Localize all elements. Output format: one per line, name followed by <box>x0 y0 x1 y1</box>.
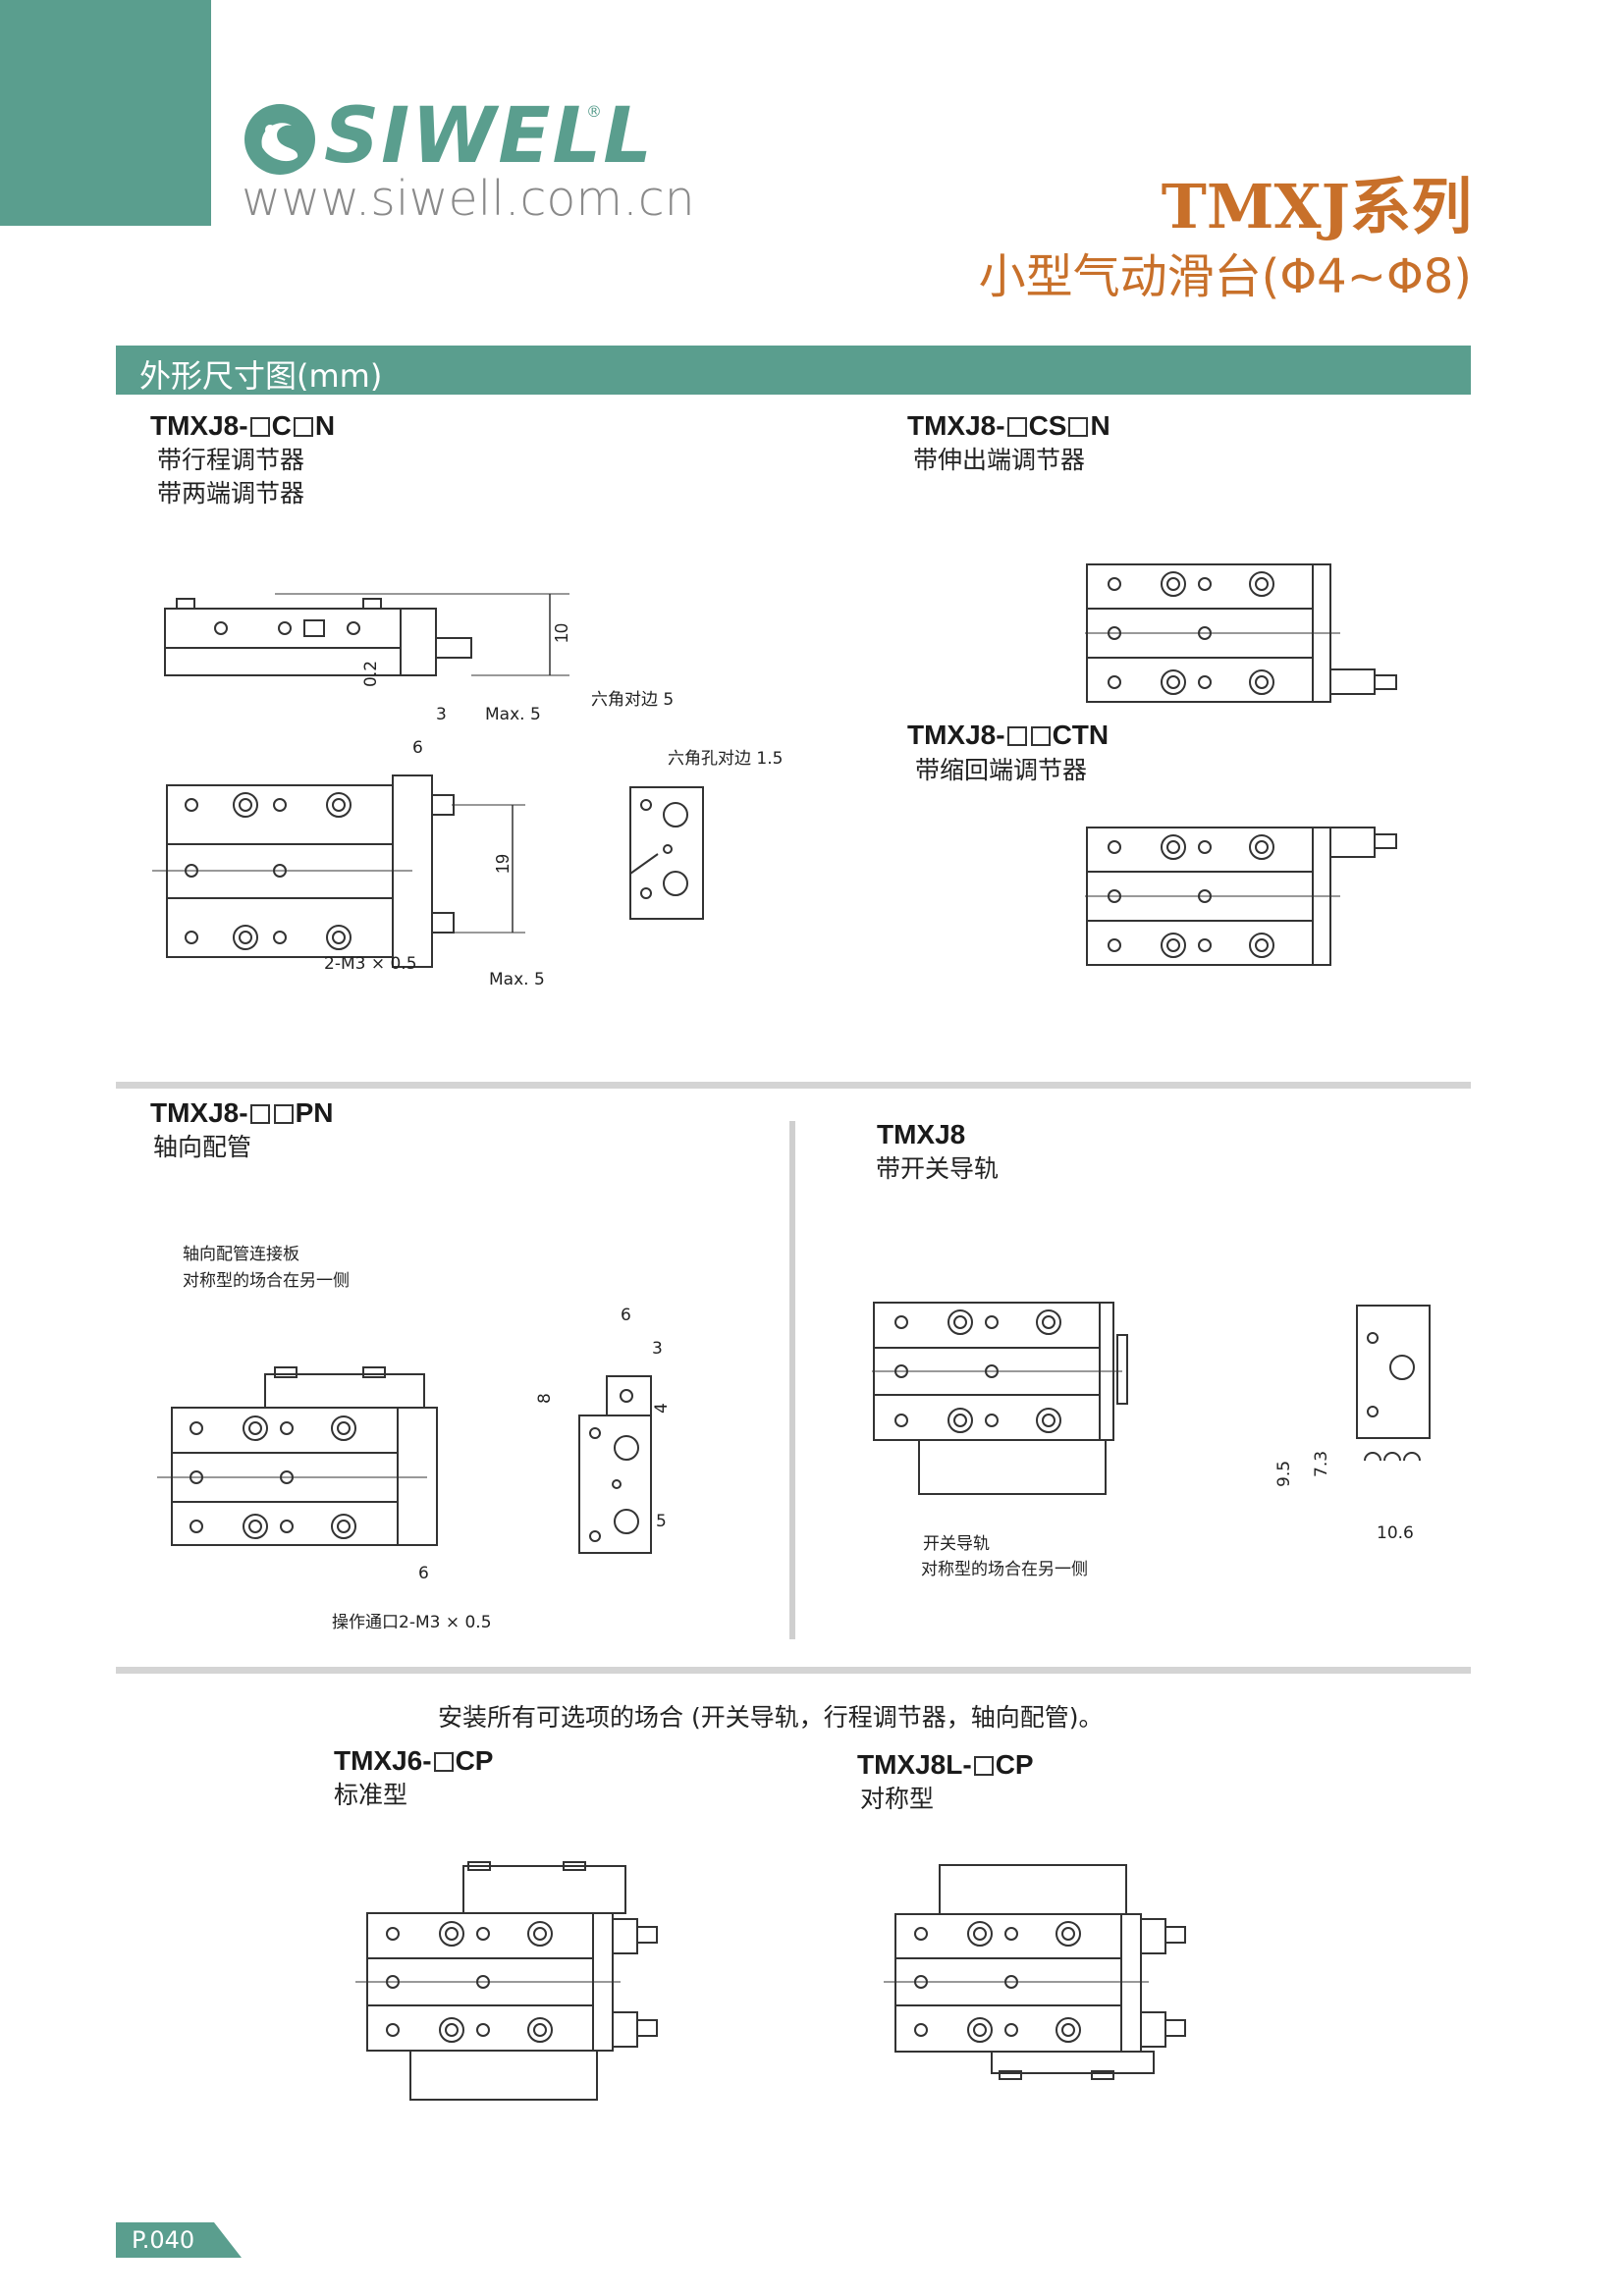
dim-19: 19 <box>493 854 513 874</box>
drawing-m5-end-view <box>1356 1305 1431 1462</box>
drawing-m3-plan-view <box>1085 827 1397 966</box>
drawing-m2-plan-view <box>1085 563 1397 703</box>
model-title-7: TMXJ8L-CP <box>857 1749 1034 1780</box>
dim-6-bottom: 6 <box>418 1564 429 1583</box>
brand-url[interactable]: www.siwell.com.cn <box>242 171 695 227</box>
drawing-m5-plan-view <box>872 1302 1128 1495</box>
section-divider-2 <box>116 1667 1471 1674</box>
label-symmetric-other-side: 对称型的场合在另一侧 <box>183 1271 350 1291</box>
drawing-m1-plan-view: 19 <box>152 774 525 968</box>
model-desc-3: 带缩回端调节器 <box>915 756 1088 784</box>
dim-5-end: 5 <box>656 1512 667 1531</box>
model-desc-5: 带开关导轨 <box>876 1154 1000 1183</box>
blank-box <box>973 1756 994 1776</box>
series-title: TMXJ系列 <box>1161 171 1472 242</box>
label-hex-5: 六角对边 5 <box>591 690 675 710</box>
brand-logo-text: SIWELL <box>324 92 654 181</box>
vertical-divider <box>789 1121 795 1639</box>
page-number-tag <box>116 2222 242 2258</box>
model-desc-1a: 带行程调节器 <box>157 446 305 474</box>
series-subtitle: 小型气动滑台(Φ4~Φ8) <box>978 249 1472 304</box>
dim-0-2: 0.2 <box>361 660 381 687</box>
model-title-3: TMXJ8-CTN <box>907 720 1110 750</box>
label-pipe-plate: 轴向配管连接板 <box>183 1245 299 1264</box>
model-desc-2: 带伸出端调节器 <box>913 446 1086 474</box>
blank-box <box>1068 417 1089 437</box>
section-header-bar: 外形尺寸图(mm) <box>116 346 1471 395</box>
label-m3-thread: 2-M3 × 0.5 <box>324 954 417 974</box>
dim-3: 3 <box>436 705 447 724</box>
blank-box <box>433 1752 454 1772</box>
blank-box <box>1030 726 1051 746</box>
blank-box <box>293 417 313 437</box>
model-desc-4: 轴向配管 <box>153 1133 252 1161</box>
model-desc-6: 标准型 <box>334 1781 408 1809</box>
section-divider <box>116 1082 1471 1089</box>
dim-7-3: 7.3 <box>1312 1450 1331 1477</box>
drawing-m1-side-view: 10 <box>164 593 571 676</box>
dim-max5-b: Max. 5 <box>489 970 545 989</box>
blank-box <box>1006 726 1027 746</box>
blank-box <box>273 1104 294 1124</box>
blank-box <box>249 1104 270 1124</box>
drawing-m7-plan-view <box>884 1864 1186 2080</box>
dim-10: 10 <box>552 623 571 643</box>
model-desc-1b: 带两端调节器 <box>157 479 305 507</box>
dim-6-top: 6 <box>621 1306 631 1325</box>
model-title-6: TMXJ6-CP <box>334 1745 494 1776</box>
dim-3-end: 3 <box>652 1339 663 1359</box>
drawing-m6-plan-view <box>355 1861 658 2101</box>
label-symmetric-other-side-2: 对称型的场合在另一侧 <box>921 1560 1088 1579</box>
siwell-logo-icon <box>244 104 315 175</box>
dim-max5-a: Max. 5 <box>485 705 541 724</box>
dim-6: 6 <box>412 738 423 758</box>
drawing-m4-plan-view <box>157 1366 438 1546</box>
dim-10-6: 10.6 <box>1377 1523 1414 1543</box>
dim-9-5: 9.5 <box>1274 1460 1294 1487</box>
drawing-m4-end-view <box>578 1375 652 1554</box>
label-operation-port: 操作通口2-M3 × 0.5 <box>332 1613 492 1632</box>
model-title-4: TMXJ8-PN <box>150 1097 334 1128</box>
registered-mark: ® <box>586 102 602 121</box>
blank-box <box>249 417 270 437</box>
label-hex-hole: 六角孔对边 1.5 <box>668 749 784 769</box>
page-number: P.040 <box>132 2226 195 2254</box>
label-switch-rail: 开关导轨 <box>923 1534 990 1554</box>
section-title: 外形尺寸图(mm) <box>139 357 383 395</box>
model-title-5: TMXJ8 <box>877 1119 966 1149</box>
model-desc-7: 对称型 <box>860 1785 935 1813</box>
drawing-m1-end-view <box>629 786 704 920</box>
dim-8: 8 <box>535 1393 555 1404</box>
header-color-block <box>0 0 211 226</box>
blank-box <box>1006 417 1027 437</box>
options-note: 安装所有可选项的场合 (开关导轨，行程调节器，轴向配管)。 <box>438 1703 1104 1732</box>
